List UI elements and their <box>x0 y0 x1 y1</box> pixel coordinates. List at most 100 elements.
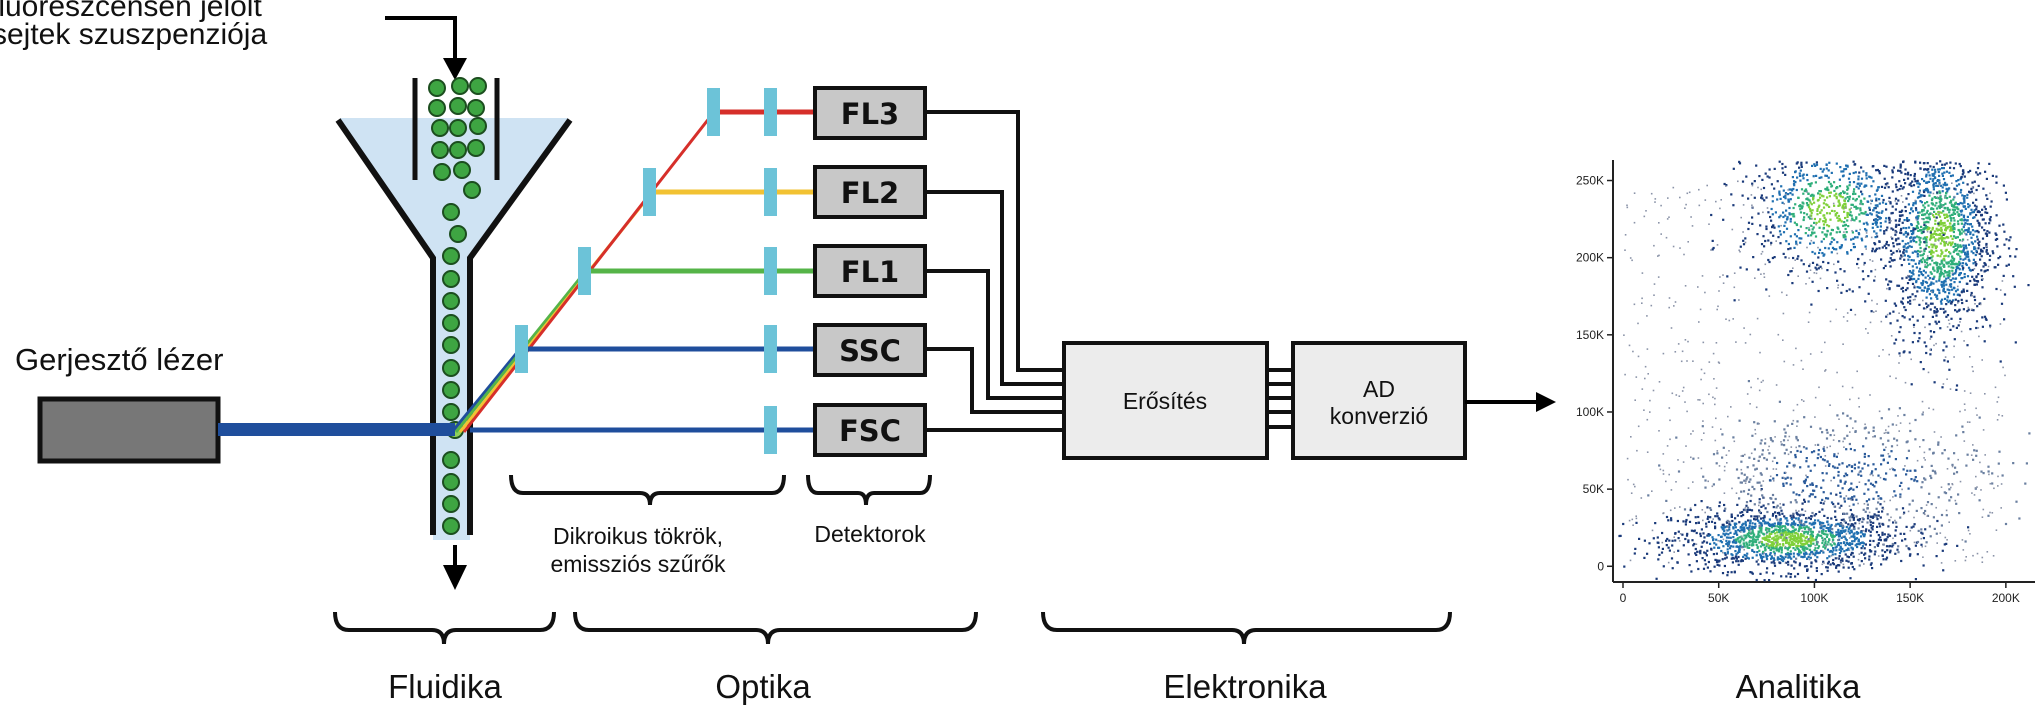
scatter-point <box>1758 524 1762 527</box>
scatter-point <box>1944 291 1947 294</box>
scatter-point <box>1829 526 1832 529</box>
scatter-point <box>1835 523 1838 526</box>
scatter-point <box>1721 456 1724 459</box>
scatter-point <box>1927 226 1930 229</box>
scatter-point <box>1966 193 1969 196</box>
scatter-point <box>1671 539 1674 542</box>
scatter-point <box>1828 191 1831 194</box>
scatter-point <box>1917 211 1920 214</box>
scatter-point <box>1846 312 1849 314</box>
scatter-point <box>1986 269 1989 272</box>
scatter-point <box>1755 467 1758 470</box>
cell <box>442 270 460 288</box>
scatter-point <box>1983 229 1986 232</box>
scatter-point <box>1869 530 1872 533</box>
scatter-point <box>1837 557 1840 560</box>
scatter-point <box>1977 231 1980 234</box>
scatter-point <box>1900 559 1903 563</box>
scatter-point <box>1956 265 1959 268</box>
scatter-point <box>1865 229 1868 232</box>
scatter-point <box>1712 453 1716 456</box>
scatter-point <box>1940 249 1943 252</box>
scatter-point <box>1951 269 1954 272</box>
scatter-point <box>1665 480 1667 483</box>
scatter-point <box>1888 218 1891 221</box>
scatter-point <box>1954 188 1957 191</box>
scatter-point <box>2003 230 2006 233</box>
scatter-point <box>1945 236 1949 239</box>
scatter-point <box>1936 196 1939 198</box>
scatter-point <box>1807 538 1810 541</box>
scatter-point <box>1933 269 1936 272</box>
scatter-point <box>1668 306 1670 309</box>
scatter-point <box>1854 430 1857 433</box>
scatter-point <box>1793 184 1796 187</box>
scatter-point <box>1834 524 1837 528</box>
scatter-point <box>1939 194 1942 197</box>
scatter-point <box>1875 507 1878 510</box>
scatter-point <box>1842 512 1845 515</box>
scatter-point <box>1848 532 1851 535</box>
scatter-point <box>1792 187 1795 191</box>
scatter-point <box>1915 218 1918 221</box>
scatter-point <box>1976 173 1979 176</box>
scatter-point <box>1820 530 1824 533</box>
scatter-point <box>1818 386 1820 389</box>
scatter-point <box>1740 216 1742 219</box>
scatter-point <box>1818 251 1821 254</box>
scatter-point <box>1948 272 1951 275</box>
scatter-point <box>1789 573 1793 576</box>
scatter-point <box>1785 193 1787 196</box>
scatter-point <box>1944 224 1947 227</box>
scatter-point <box>1777 525 1781 528</box>
scatter-point <box>1860 535 1863 538</box>
scatter-point <box>1699 308 1702 311</box>
scatter-point <box>1884 550 1887 554</box>
scatter-point <box>1932 451 1935 454</box>
scatter-point <box>1805 565 1808 568</box>
scatter-point <box>1897 223 1901 226</box>
scatter-point <box>1806 246 1808 249</box>
scatter-point <box>1906 282 1910 285</box>
scatter-point <box>1932 188 1935 191</box>
scatter-point <box>1807 530 1810 533</box>
scatter-point <box>1865 184 1868 187</box>
scatter-point <box>1623 334 1625 336</box>
scatter-point <box>1867 464 1870 467</box>
scatter-point <box>1726 574 1729 577</box>
scatter-point <box>1916 218 1919 221</box>
scatter-point <box>1927 213 1930 216</box>
scatter-point <box>1958 250 1961 253</box>
scatter-point <box>1840 518 1843 522</box>
section-label-analytics: Analitika <box>1736 668 1861 705</box>
scatter-point <box>1811 228 1814 231</box>
scatter-point <box>1816 556 1819 559</box>
scatter-point <box>2003 318 2006 321</box>
cell <box>442 203 460 221</box>
scatter-point <box>1784 553 1788 556</box>
scatter-point <box>1898 352 1901 355</box>
scatter-point <box>1920 229 1923 232</box>
scatter-point <box>1758 501 1761 504</box>
scatter-point <box>1759 442 1762 445</box>
scatter-point <box>1751 182 1754 185</box>
scatter-point <box>1779 527 1782 530</box>
scatter-point <box>1923 206 1926 209</box>
scatter-point <box>1989 326 1991 329</box>
scatter-point <box>1715 387 1718 389</box>
scatter-point <box>1939 327 1942 330</box>
scatter-point <box>1832 465 1835 468</box>
scatter-point <box>1751 204 1753 207</box>
scatter-point <box>1787 248 1790 251</box>
scatter-point <box>1847 530 1850 533</box>
scatter-point <box>2014 255 2017 258</box>
scatter-point <box>1900 481 1903 484</box>
scatter-point <box>1780 551 1783 554</box>
scatter-point <box>1892 242 1895 245</box>
scatter-point <box>1831 528 1834 531</box>
scatter-point <box>1916 226 1920 229</box>
scatter-point <box>1785 522 1788 525</box>
scatter-point <box>1704 511 1706 514</box>
scatter-point <box>1959 201 1962 205</box>
scatter-point <box>1776 538 1779 541</box>
